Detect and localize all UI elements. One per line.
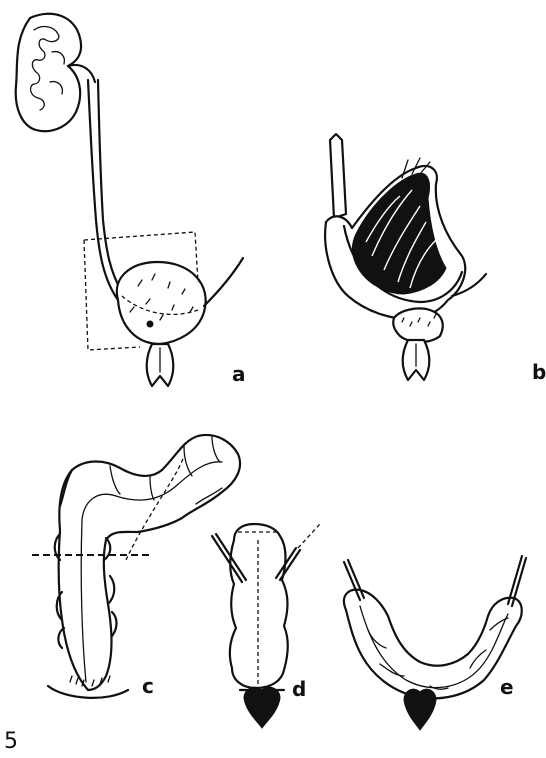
ureteral-orifice [147,321,153,327]
right-tube [204,258,243,306]
bladder-neck [393,308,443,342]
rectal-pouch [230,524,288,688]
panel-c: c [32,435,240,698]
panel-d: d [212,524,320,728]
figure-number: 5 [4,729,18,754]
panel-label-c: c [142,674,154,698]
colon-segment [59,435,240,690]
panel-label-d: d [292,677,306,701]
anus-e [404,689,436,730]
panel-e: e [344,556,526,730]
ureter-catheter-right-dashed [298,524,320,548]
panel-label-b: b [532,360,546,384]
ureter-left-wall [88,80,118,300]
panel-label-e: e [500,675,514,699]
kidney-outline [16,14,81,131]
panel-a: a [16,14,246,386]
ureter-stump [330,134,346,218]
panel-b: b [325,134,546,384]
bladder [117,262,206,344]
panel-label-a: a [232,362,246,386]
anus-d [244,687,280,728]
